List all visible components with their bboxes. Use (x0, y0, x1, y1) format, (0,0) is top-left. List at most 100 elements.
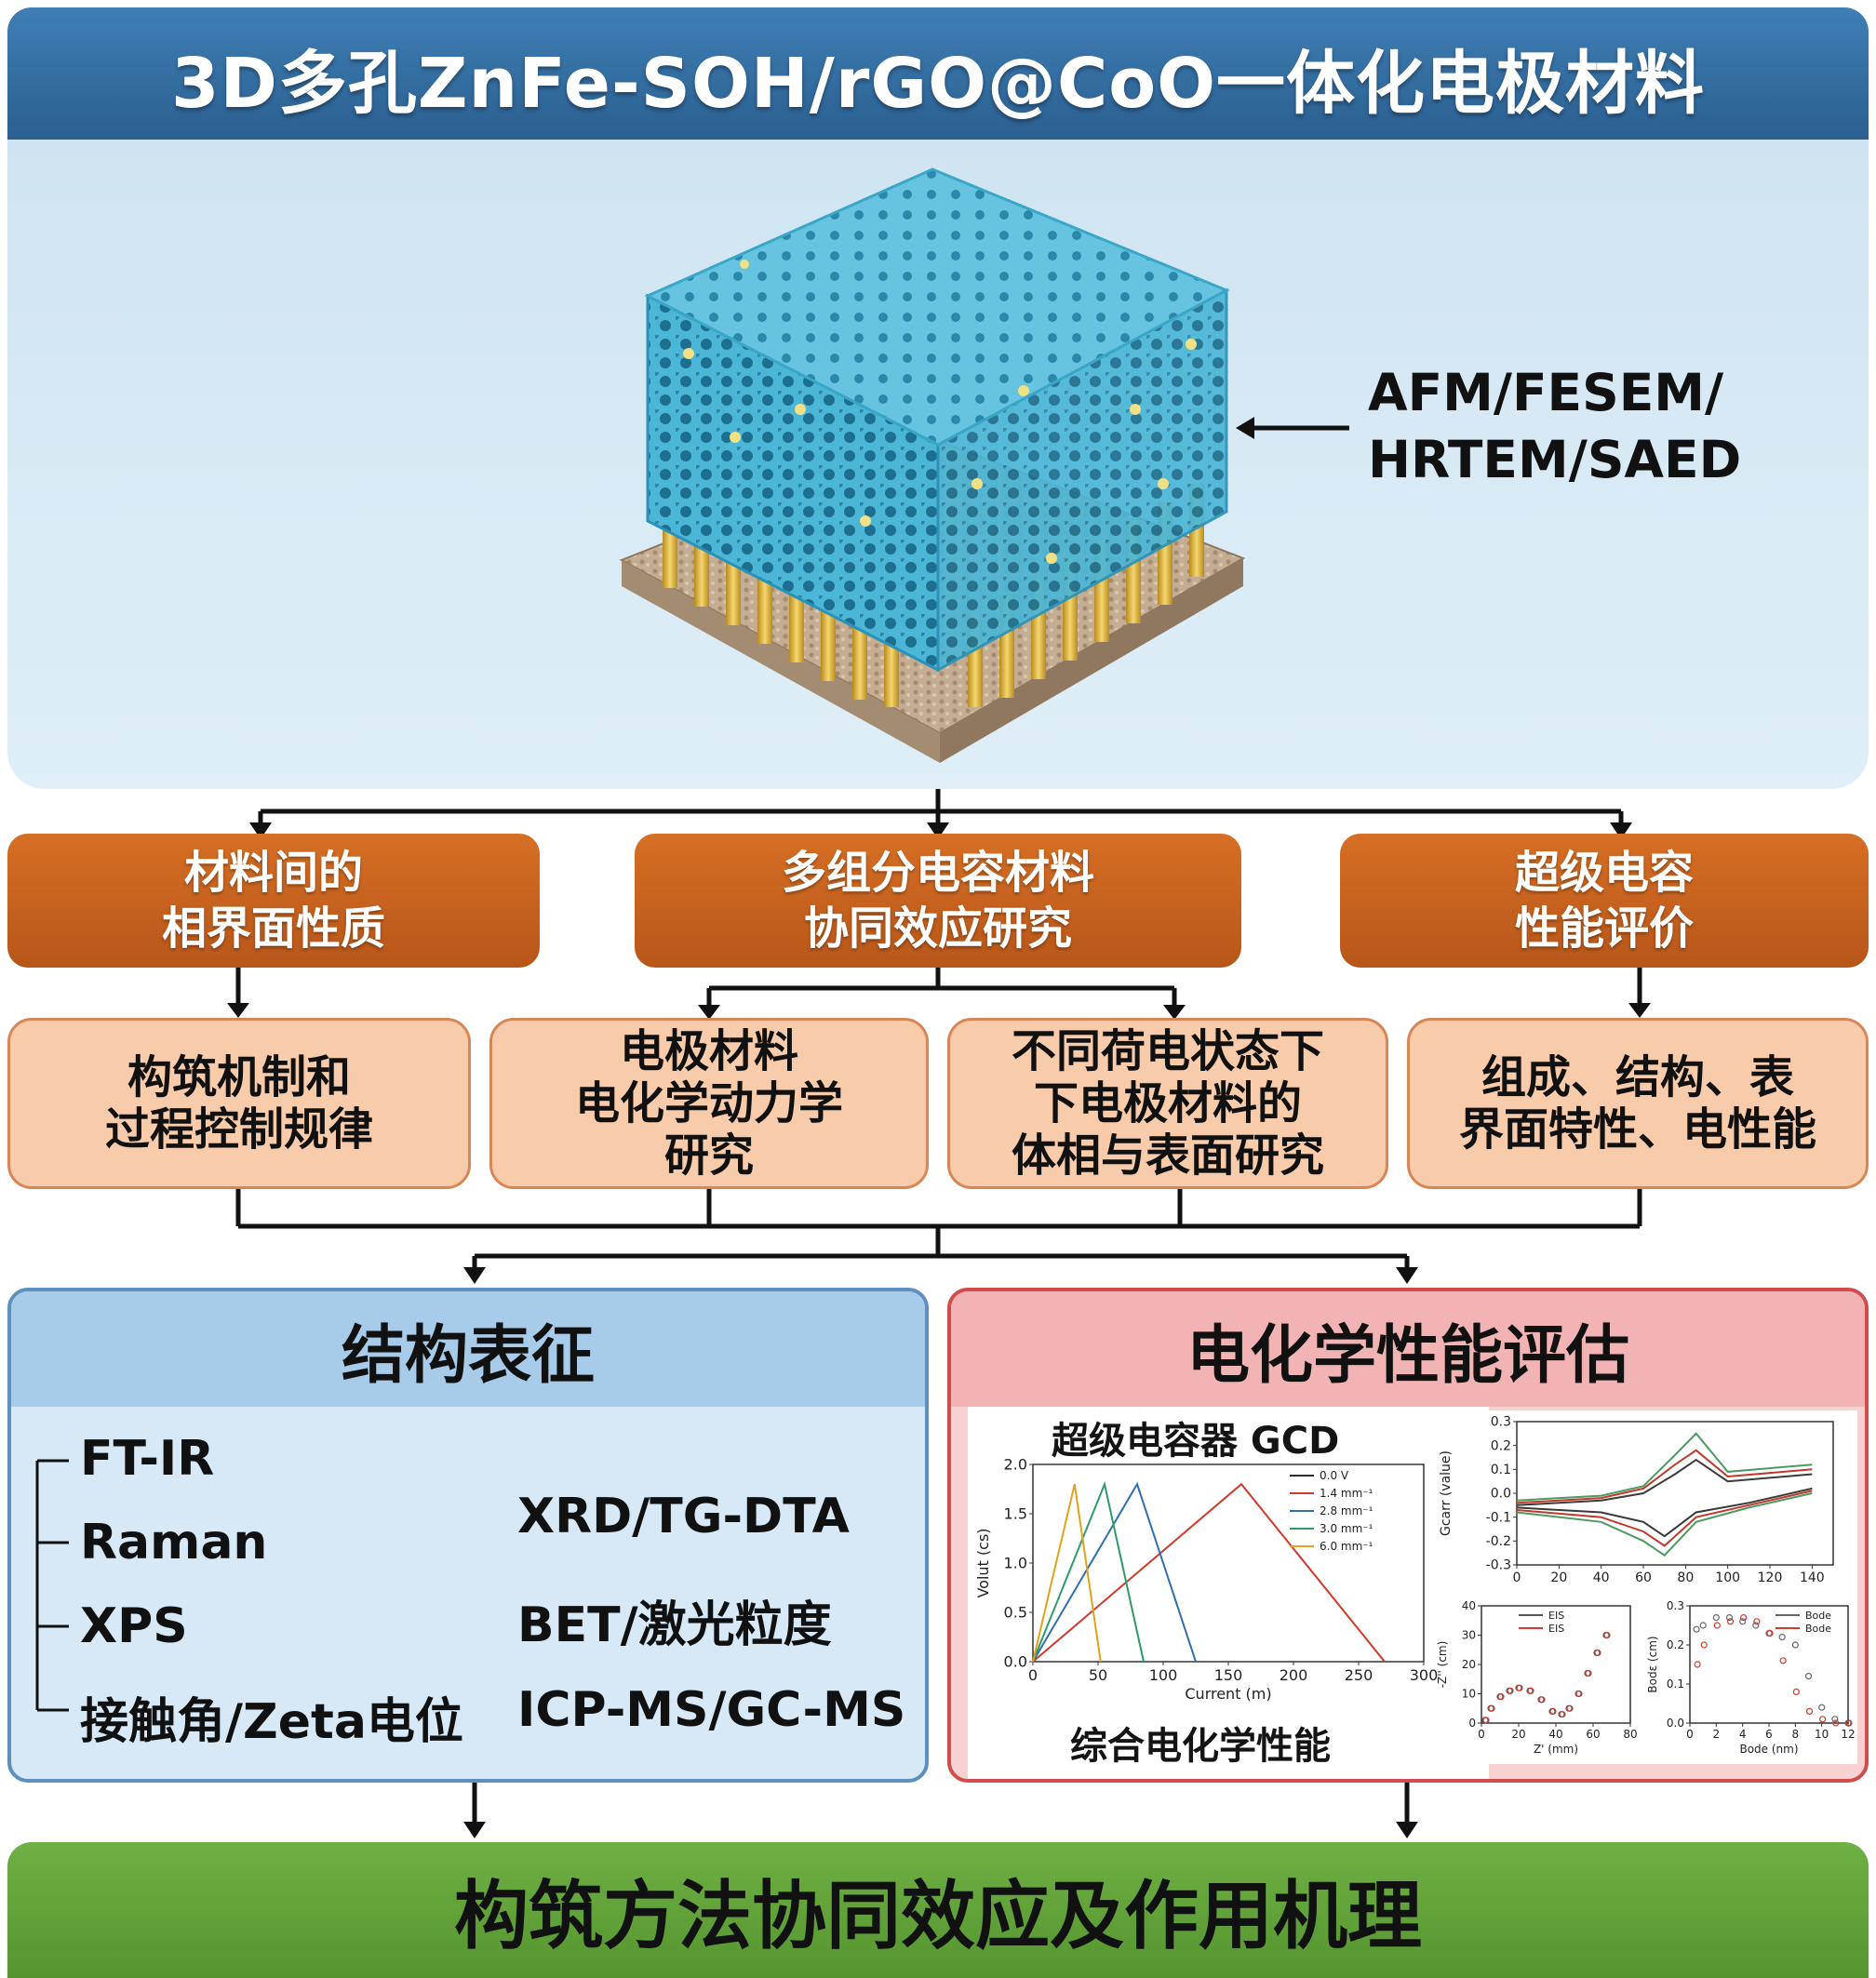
series-line (1516, 1458, 1813, 1506)
x-tick-label: 100 (1715, 1570, 1740, 1585)
substrate-left-side (622, 560, 940, 763)
x-tick-label: 300 (1410, 1666, 1439, 1684)
x-axis-label: Bode (nm) (1739, 1743, 1798, 1756)
topic-interface-properties: 材料间的 相界面性质 (7, 834, 540, 968)
technique-xrd: XRD/TG-DTA (517, 1489, 850, 1544)
y-axis-label: -Z'' (cm) (1436, 1641, 1449, 1689)
series-point (1818, 1704, 1826, 1711)
series-point (1819, 1716, 1827, 1723)
series-point (1778, 1633, 1786, 1641)
x-tick-label: 100 (1149, 1666, 1178, 1684)
y-tick-label: -0.1 (1486, 1510, 1511, 1525)
series-point (1549, 1707, 1557, 1716)
series-point (1538, 1696, 1546, 1704)
topic-line: 材料间的 (183, 847, 363, 899)
series-point (1779, 1657, 1787, 1664)
series-line (1032, 1482, 1386, 1663)
x-tick-label: 12 (1841, 1728, 1855, 1741)
porous-block-top (644, 167, 1230, 447)
subtopic-line: 构筑机制和 (127, 1051, 351, 1103)
series-point (1507, 1687, 1514, 1694)
series-line (1516, 1490, 1813, 1547)
subtopic-line: 组成、结构、表 (1481, 1051, 1794, 1103)
y-tick-label: 10 (1462, 1688, 1476, 1701)
series-point (1699, 1622, 1707, 1629)
subtopic-construction-mechanism: 构筑机制和 过程控制规律 (7, 1018, 471, 1189)
x-tick-label: 40 (1593, 1570, 1610, 1585)
series-point (1845, 1719, 1853, 1727)
series-point (1594, 1649, 1601, 1657)
topic-performance-evaluation: 超级电容 性能评价 (1340, 834, 1869, 968)
y-tick-label: 2.0 (1004, 1455, 1027, 1473)
x-tick-label: 60 (1586, 1728, 1600, 1741)
subtopic-line: 电化学动力学 (574, 1077, 843, 1129)
x-tick-label: 0 (1478, 1728, 1485, 1741)
y-tick-label: 0.2 (1491, 1438, 1511, 1453)
y-tick-label: 0.1 (1667, 1677, 1684, 1691)
x-tick-label: 20 (1550, 1570, 1567, 1585)
y-axis-label: Bodε (cm) (1646, 1636, 1659, 1692)
x-tick-label: 80 (1623, 1728, 1637, 1741)
y-tick-label: 0.2 (1667, 1638, 1684, 1651)
series-point (1497, 1693, 1505, 1701)
x-tick-label: 6 (1765, 1728, 1773, 1741)
legend-label: Bode (1805, 1610, 1831, 1622)
y-tick-label: 0.1 (1491, 1463, 1511, 1477)
series-line (1032, 1481, 1197, 1663)
y-tick-label: 0.3 (1667, 1599, 1684, 1612)
legend-label: EIS (1548, 1623, 1564, 1635)
x-tick-label: 50 (1089, 1666, 1107, 1684)
gcd-chart-title: 超级电容器 GCD (1052, 1420, 1340, 1463)
topic-line: 性能评价 (1514, 902, 1694, 955)
series-point (1753, 1618, 1761, 1625)
y-axis-label: Volut (cs) (974, 1528, 992, 1597)
y-tick-label: 40 (1462, 1599, 1476, 1612)
electro-caption: 综合电化学性能 (1070, 1725, 1331, 1768)
y-tick-label: 20 (1462, 1658, 1476, 1671)
topic-synergy-study: 多组分电容材料 协同效应研究 (635, 834, 1241, 968)
series-point (1752, 1622, 1760, 1629)
x-tick-label: 200 (1280, 1666, 1308, 1684)
pointer-arrow-head (1236, 417, 1254, 439)
title-banner: 3D多孔ZnFe-SOH/rGO@CoO一体化电极材料 (7, 7, 1869, 147)
subtopic-line: 下电极材料的 (1033, 1077, 1302, 1129)
legend-label: 6.0 mm⁻¹ (1320, 1540, 1374, 1553)
conclusion-banner: 构筑方法协同效应及作用机理 (7, 1842, 1869, 1978)
series-point (1482, 1717, 1490, 1724)
subtopic-line: 体相与表面研究 (1011, 1129, 1324, 1182)
material-illustration (619, 167, 1349, 763)
technique-ftir: FT-IR (80, 1431, 215, 1487)
series-point (1700, 1641, 1708, 1649)
series-line (1516, 1487, 1813, 1538)
series-point (1831, 1716, 1839, 1723)
series-point (1791, 1641, 1799, 1649)
technique-xps: XPS (80, 1598, 188, 1654)
series-point (1575, 1690, 1583, 1698)
series-point (1713, 1622, 1721, 1629)
subtopic-line: 电极材料 (619, 1025, 798, 1077)
topic-line: 协同效应研究 (803, 902, 1072, 955)
subtopic-bulk-surface-study: 不同荷电状态下 下电极材料的 体相与表面研究 (947, 1018, 1388, 1189)
conclusion-text: 构筑方法协同效应及作用机理 (454, 1873, 1422, 1959)
x-tick-label: 10 (1815, 1728, 1829, 1741)
y-tick-label: 1.0 (1004, 1554, 1027, 1571)
subtopic-electrochemical-kinetics: 电极材料 电化学动力学 研究 (489, 1018, 929, 1189)
subtopic-line: 研究 (663, 1129, 754, 1182)
structure-characterization-panel: 结构表征 (7, 1288, 929, 1783)
series-point (1603, 1631, 1611, 1639)
legend-label: 2.8 mm⁻¹ (1320, 1504, 1374, 1517)
subtopic-line: 界面特性、电性能 (1458, 1103, 1816, 1156)
series-line (1516, 1492, 1813, 1557)
legend-label: 0.0 V (1320, 1469, 1349, 1482)
series-line (1516, 1449, 1813, 1504)
electro-panel-title: 电化学性能评估 (951, 1291, 1865, 1407)
dopant-particles (683, 260, 1197, 564)
series-point (1488, 1704, 1495, 1712)
series-point (1712, 1614, 1720, 1622)
series-point (1725, 1614, 1734, 1622)
series-point (1516, 1684, 1523, 1691)
series-line (1516, 1432, 1813, 1502)
x-tick-label: 40 (1548, 1728, 1562, 1741)
